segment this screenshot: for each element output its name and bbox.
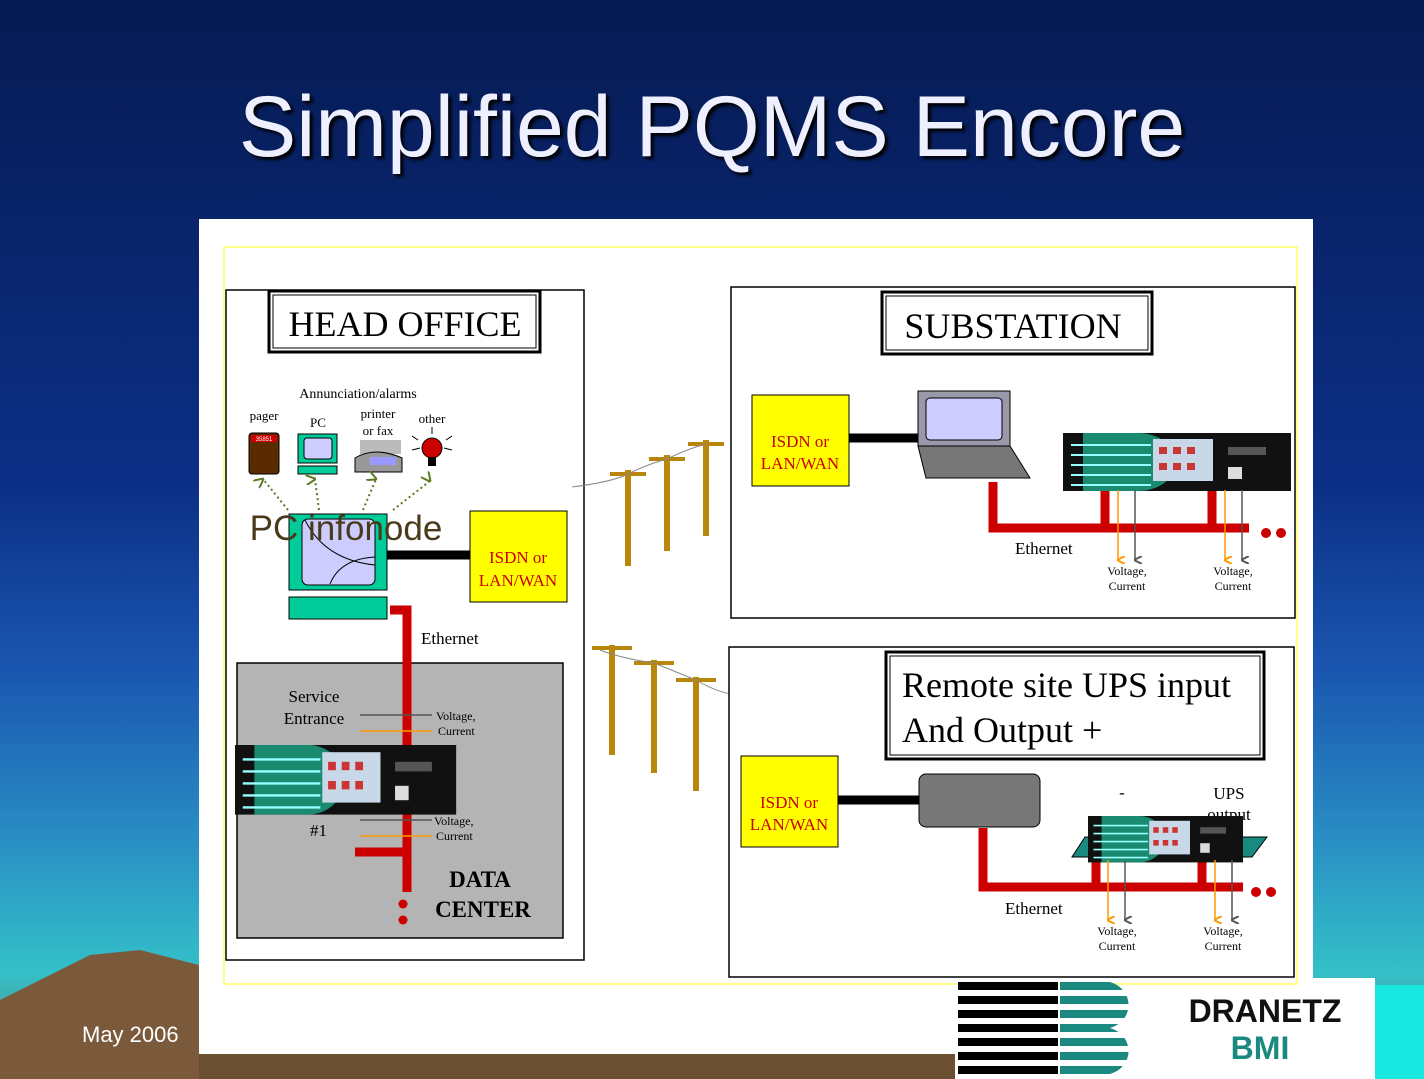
remote-title-2: And Output + bbox=[902, 710, 1102, 750]
head-office-title: HEAD OFFICE bbox=[288, 304, 521, 344]
vc-label: Voltage, bbox=[436, 709, 475, 723]
fax-icon bbox=[354, 440, 403, 473]
isdn-label: ISDN or bbox=[489, 548, 547, 567]
substation-section: SUBSTATION ISDN or LAN/WAN Ethernet Volt… bbox=[730, 286, 1296, 619]
device-number-label: #1 bbox=[310, 821, 327, 840]
pager-icon: 35851 bbox=[248, 432, 280, 475]
encore-device-substation bbox=[1062, 432, 1292, 492]
slide-title: Simplified PQMS Encore bbox=[238, 79, 1186, 175]
slide-date: May 2006 bbox=[82, 1022, 179, 1047]
vc-label-2: Current bbox=[1109, 579, 1146, 593]
ups-label: UPS bbox=[1213, 784, 1244, 803]
mountain-decoration bbox=[0, 950, 199, 1079]
pc-infonode-icon bbox=[288, 513, 388, 620]
vc-label: Voltage, bbox=[1203, 924, 1242, 938]
data-center-section: Service Entrance Voltage, Current #1 Vol… bbox=[233, 605, 564, 939]
service-entrance-label: Service bbox=[289, 687, 340, 706]
vc-label-2: Current bbox=[438, 724, 475, 738]
pc-label: PC bbox=[310, 415, 326, 430]
alarm-bulb-icon bbox=[411, 427, 453, 466]
ethernet-label: Ethernet bbox=[1015, 539, 1073, 558]
pager-display: 35851 bbox=[256, 437, 273, 443]
pc-infonode-label: PC infonode bbox=[250, 509, 443, 548]
vc-label-2: Current bbox=[436, 829, 473, 843]
alarm-arrows bbox=[263, 479, 430, 511]
isdn-label: ISDN or bbox=[760, 793, 818, 812]
printer-label: printer bbox=[361, 406, 396, 421]
isdn-label: ISDN or bbox=[771, 432, 829, 451]
isdn-box-remote bbox=[740, 755, 839, 848]
isdn-box-head-office bbox=[469, 510, 568, 603]
isdn-label-2: LAN/WAN bbox=[479, 571, 557, 590]
vc-label: Voltage, bbox=[1213, 564, 1252, 578]
ethernet-label: Ethernet bbox=[1005, 899, 1063, 918]
isdn-label-2: LAN/WAN bbox=[750, 815, 828, 834]
vc-label: Voltage, bbox=[1107, 564, 1146, 578]
encore-device-1 bbox=[233, 743, 458, 816]
vc-label-2: Current bbox=[1215, 579, 1252, 593]
laptop-icon bbox=[917, 390, 1031, 479]
pc-icon bbox=[297, 433, 338, 475]
vc-label-2: Current bbox=[1205, 939, 1242, 953]
remote-site-section: Remote site UPS input And Output + ISDN … bbox=[728, 646, 1295, 978]
decorative-strip bbox=[1375, 985, 1424, 1079]
logo-text-2: BMI bbox=[1231, 1030, 1290, 1066]
remote-title: Remote site UPS input bbox=[902, 665, 1231, 705]
data-center-title-2: CENTER bbox=[435, 897, 531, 922]
diagram-frame bbox=[223, 246, 1298, 985]
ethernet-label: Ethernet bbox=[421, 629, 479, 648]
modem-icon bbox=[918, 773, 1041, 828]
annunciation-label: Annunciation/alarms bbox=[299, 387, 416, 402]
encore-device-remote bbox=[1087, 815, 1244, 864]
utility-poles-icon bbox=[571, 440, 757, 791]
vc-label: Voltage, bbox=[434, 814, 473, 828]
logo-text: DRANETZ bbox=[1189, 993, 1342, 1029]
pager-label: pager bbox=[250, 408, 280, 423]
data-center-title: DATA bbox=[449, 867, 511, 892]
substation-title: SUBSTATION bbox=[904, 306, 1121, 346]
other-label: other bbox=[419, 411, 446, 426]
dranetz-logo-mark: DRANETZ BMI bbox=[958, 982, 1341, 1074]
printer-label-2: or fax bbox=[363, 423, 394, 438]
ground-decoration bbox=[199, 1054, 955, 1079]
vc-label-2: Current bbox=[1099, 939, 1136, 953]
dash-label: - bbox=[1119, 783, 1125, 802]
isdn-label-2: LAN/WAN bbox=[761, 454, 839, 473]
service-entrance-label-2: Entrance bbox=[284, 709, 344, 728]
vc-label: Voltage, bbox=[1097, 924, 1136, 938]
